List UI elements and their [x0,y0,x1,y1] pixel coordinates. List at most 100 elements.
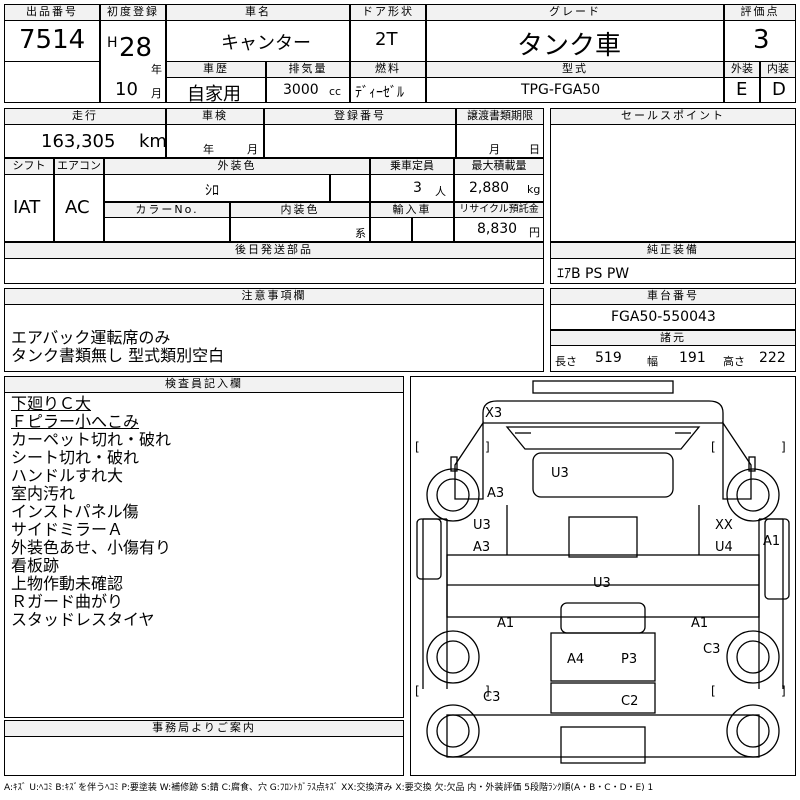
mark-u3-tank: U3 [593,576,611,591]
chassis-label: 車台番号 [550,288,796,305]
rear-left-wheel-2 [426,704,480,758]
import-label: 輸入車 [370,202,454,218]
max-load-box: 2,880 kg [454,174,544,202]
inspection-box: 年 月 [166,124,264,158]
import-box-a [370,217,412,242]
score: 3 [753,25,770,55]
dims-label: 諸元 [550,330,796,346]
mirror-left [450,456,458,472]
cab-roof [532,452,674,498]
capacity-unit: 人 [435,185,446,198]
transfer-day-unit: 日 [529,143,540,156]
first-reg-label: 初度登録 [100,4,166,21]
car-name: キャンター [221,33,311,54]
first-reg-box: H 28 年 10 月 [100,20,166,103]
legend-footer: A:ｷｽﾞ U:ﾍｺﾐ B:ｷｽﾞを伴うﾍｺﾐ P:要塗装 W:補修跡 S:錆 … [4,783,654,793]
inspector-label: 検査員記入欄 [4,376,404,393]
caution-label: 注意事項欄 [4,288,544,305]
transfer-month-unit: 月 [489,143,500,156]
chassis: FGA50-550043 [611,309,716,325]
reg-month: 10 [115,79,138,100]
mileage: 163,305 [41,131,116,152]
int-color-box: 系 [230,217,370,242]
recycle-label: リサイクル預託金 [454,202,544,218]
mark-u4-right: U4 [715,540,733,555]
bracket-marks: [ ] [ ] [ ] [ ] [415,440,786,698]
mark-a3-left-door: A3 [487,486,504,501]
genuine-box: ｴｱB PS PW [550,258,796,284]
damage-marks: X3 U3 A3 U3 A3 XX U4 A1 U3 A1 A1 C3 A4 P… [473,406,780,709]
later-parts-box [4,258,544,284]
transfer-box: 月 日 [456,124,544,158]
reg-no-box [264,124,456,158]
capacity-box: 3 人 [370,174,454,202]
inspector-line: サイドミラーＡ [11,520,124,539]
mileage-box: 163,305 km [4,124,167,158]
width-label: 幅 [647,355,658,368]
rear-right-hub [736,640,770,674]
capacity: 3 [413,180,422,196]
sales-point-label: セールスポイント [550,108,796,125]
inspection-year-unit: 年 [203,143,214,156]
reg-no-label: 登録番号 [264,108,456,125]
door-label: ドア形状 [350,4,426,21]
max-load: 2,880 [469,180,510,196]
inspector-lines: 下廻りＣ大 Ｆピラー小へこみ カーペット切れ・破れ シート切れ・破れ ハンドルす… [11,395,171,629]
bracket-open: [ [415,440,420,454]
inspector-line: ハンドルすれ大 [11,466,124,485]
fuel: ﾃﾞｨｰｾﾞﾙ [355,85,404,101]
rear-right-hub-2 [736,714,770,748]
rear-bumper [560,726,646,764]
caution-line: タンク書類無し 型式類別空白 [11,346,225,365]
dims-box: 長さ 519 幅 191 高さ 222 [550,345,796,372]
year-unit: 年 [151,63,162,76]
rear-left-hub-2 [436,714,470,748]
inspector-line: 看板跡 [11,556,60,575]
sales-point-box [550,124,796,242]
damage-diagram: X3 U3 A3 U3 A3 XX U4 A1 U3 A1 A1 C3 A4 P… [410,376,796,776]
ext-label: 外装 [724,61,760,78]
recycle-unit: 円 [529,226,540,239]
mileage-label: 走行 [4,108,166,125]
width: 191 [679,350,706,366]
score-box: 3 [724,20,796,62]
tank-body [446,554,760,618]
ext-color-box: ｼﾛ [104,174,330,202]
bracket-close: ] [485,440,490,454]
mark-a1-side: A1 [763,534,780,549]
bracket-open: [ [711,440,716,454]
grade: タンク車 [517,31,622,61]
inspector-line: Ｆピラー小へこみ [11,412,140,431]
shift-label: シフト [4,158,54,175]
engine-hatch [568,516,638,558]
mark-c3-left-rear: C3 [483,690,500,705]
windshield [505,426,701,450]
max-load-unit: kg [527,183,541,196]
bracket-close: ] [781,684,786,698]
office-label: 事務局よりご案内 [4,720,404,737]
cab-front [482,400,724,424]
height: 222 [759,350,786,366]
bracket-close: ] [781,440,786,454]
mark-a1-left-tank: A1 [497,616,514,631]
int-color-label: 内装色 [230,202,370,218]
door-box: 2T [350,20,426,62]
color-no-box [104,217,230,242]
mark-c2-rear: C2 [621,694,638,709]
inspector-line: インストパネル傷 [11,502,139,521]
ext-color-extra [330,174,370,202]
mark-x3-front: X3 [485,406,502,421]
month-unit: 月 [151,87,162,100]
mileage-unit: km [139,131,167,152]
ext-color: ｼﾛ [205,183,219,199]
inspector-line: 上物作動未確認 [11,574,124,593]
car-name-label: 車名 [166,4,350,21]
ac-box: AC [54,174,104,242]
mark-a1-right-tank: A1 [691,616,708,631]
rear-hatch [560,602,646,634]
shift: IAT [13,197,41,218]
front-right-hub [736,478,770,512]
height-label: 高さ [723,355,745,368]
ac: AC [65,197,90,218]
inspector-line: 下廻りＣ大 [11,394,92,413]
